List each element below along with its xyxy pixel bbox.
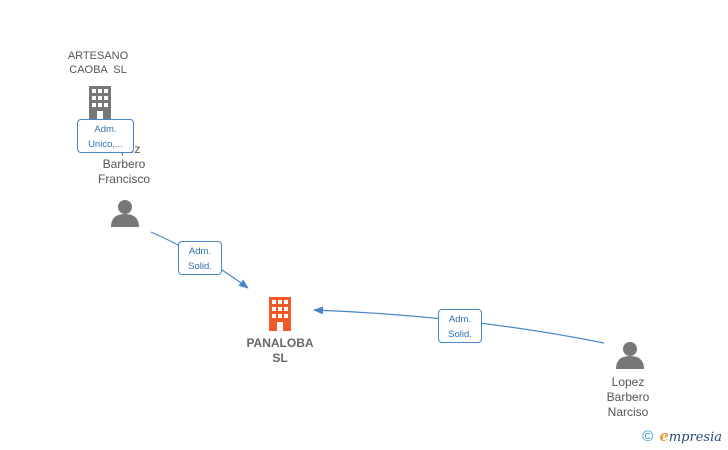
edge-label-adm-solid-francisco[interactable]: Adm. Solid. [178, 241, 222, 275]
person-name-line: Lopez [611, 375, 645, 389]
edge-label-line: Adm. [448, 314, 472, 325]
brand-name: mpresia [668, 430, 722, 445]
edge-label-adm-unico[interactable]: Adm. Unico,... [77, 119, 134, 153]
company-name-line: PANALOBA [246, 336, 314, 350]
brand-initial: e [659, 427, 669, 445]
company-name-line: CAOBA SL [69, 64, 127, 76]
building-icon[interactable] [265, 295, 295, 331]
copyright-symbol: © [642, 427, 654, 445]
person-name-line: Barbero [102, 157, 146, 171]
edge-label-line: Unico,... [88, 139, 123, 150]
person-name-line: Francisco [97, 172, 150, 186]
company-label-panaloba[interactable]: PANALOBA SL [230, 336, 330, 366]
edge-label-line: Adm. [188, 246, 212, 257]
person-name-line: Barbero [606, 390, 650, 404]
company-name-line: SL [272, 351, 288, 365]
edge-label-adm-solid-narciso[interactable]: Adm. Solid. [438, 309, 482, 343]
person-name-line: Narciso [607, 405, 649, 419]
company-label-artesano[interactable]: ARTESANO CAOBA SL [48, 49, 148, 77]
edge-label-line: Solid. [188, 261, 212, 272]
company-name-line: ARTESANO [67, 50, 129, 62]
edge-label-line: Solid. [448, 329, 472, 340]
person-icon[interactable] [110, 199, 140, 227]
edge-label-line: Adm. [94, 124, 117, 135]
person-label-narciso[interactable]: Lopez Barbero Narciso [588, 375, 668, 420]
brand-watermark: © empresia [642, 426, 722, 446]
brand-logo: empresia [659, 427, 722, 445]
person-icon[interactable] [615, 341, 645, 369]
building-icon[interactable] [86, 84, 114, 120]
